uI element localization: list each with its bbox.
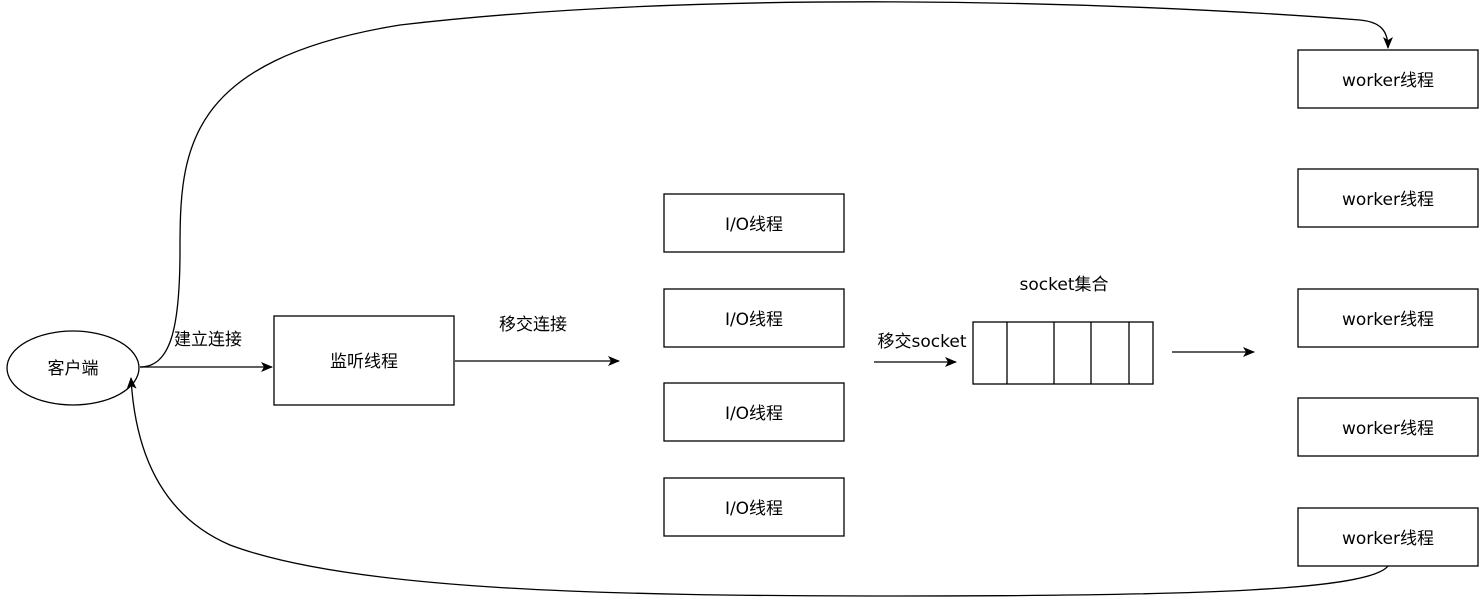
- edge-label-hand-over-connection: 移交连接: [499, 315, 567, 335]
- io-thread-node: I/O线程: [663, 288, 845, 348]
- listener-label: 监听线程: [330, 352, 398, 372]
- socket-set-label: socket集合: [1020, 275, 1109, 295]
- worker-thread-node: worker线程: [1297, 397, 1479, 457]
- io-thread-node: I/O线程: [663, 193, 845, 253]
- listener-node: 监听线程: [273, 315, 455, 406]
- io-thread-node: I/O线程: [663, 382, 845, 442]
- worker-thread-label: worker线程: [1342, 310, 1434, 330]
- worker-thread-label: worker线程: [1342, 71, 1434, 91]
- worker-thread-node: worker线程: [1297, 49, 1479, 109]
- edge-label-establish-connection: 建立连接: [174, 330, 242, 350]
- worker-thread-label: worker线程: [1342, 419, 1434, 439]
- worker-thread-node: worker线程: [1297, 168, 1479, 228]
- worker-thread-label: worker线程: [1342, 529, 1434, 549]
- edge-worker-to-client: [126, 377, 1389, 597]
- worker-thread-node: worker线程: [1297, 288, 1479, 348]
- edge-label-hand-over-socket: 移交socket: [878, 332, 967, 352]
- io-thread-node: I/O线程: [663, 477, 845, 537]
- io-thread-label: I/O线程: [725, 215, 783, 235]
- worker-thread-node: worker线程: [1297, 507, 1479, 567]
- worker-thread-label: worker线程: [1342, 190, 1434, 210]
- io-thread-label: I/O线程: [725, 404, 783, 424]
- client-label: 客户端: [48, 359, 99, 379]
- socket-set-node: socket集合: [972, 275, 1154, 385]
- io-thread-label: I/O线程: [725, 499, 783, 519]
- socket-queue: [972, 321, 1154, 385]
- edge-client-to-worker: [139, 1, 1393, 368]
- client-node: 客户端: [6, 330, 140, 406]
- io-thread-label: I/O线程: [725, 310, 783, 330]
